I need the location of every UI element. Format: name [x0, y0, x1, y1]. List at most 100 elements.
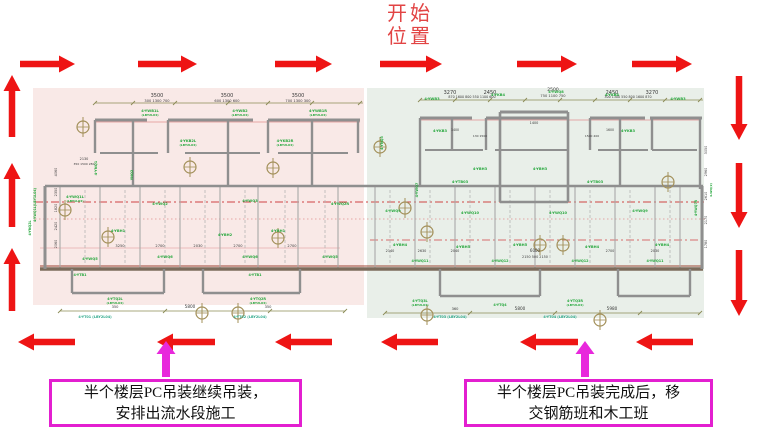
dimension-tick — [697, 310, 703, 316]
start-position-label: 开始位置 — [387, 3, 467, 49]
component-label: 4-YTB1 — [249, 273, 263, 277]
detail-callout-symbol — [593, 310, 607, 330]
dimension-text: 4060 — [54, 168, 58, 177]
dimension-text: 2450 — [484, 90, 497, 96]
sequence-arrow-red-head — [3, 248, 21, 264]
dimension-text: 3270 — [646, 90, 659, 96]
component-label: (LBY2L04) — [231, 113, 249, 117]
component-label: 4-YT03 (LBY2L04) — [433, 315, 467, 319]
component-label: 4-YNQ1 — [94, 160, 98, 175]
detail-callout-symbol — [398, 198, 412, 218]
dimension-text: 2150 500 2150 — [522, 255, 548, 259]
sequence-arrow-red-head — [18, 333, 34, 351]
pointer-arrow-magenta-head — [575, 341, 595, 354]
dimension-text: 130 1500 — [473, 134, 487, 138]
dimension-tick — [57, 308, 63, 314]
component-label: 4-YWQ12 — [491, 259, 509, 263]
dimension-tick — [452, 97, 458, 103]
component-label: 4-YNQ3 — [380, 135, 384, 149]
dimension-text: 5800 — [185, 304, 196, 309]
component-label: 4-YTB1 — [74, 273, 88, 277]
component-label: 4-YT04 (LBY2L04) — [543, 315, 577, 319]
component-label: 4-YTQ4 — [493, 303, 507, 307]
dimension-text: 300 1300 550 800 1600 870 — [604, 95, 651, 99]
component-label: 4-YBH4 — [655, 243, 670, 247]
component-label: (LBY2L04) — [566, 303, 584, 307]
dimension-text: 1780 — [704, 240, 708, 249]
component-label: 4-YTQ3R — [567, 299, 583, 303]
sequence-arrow-red-head — [316, 55, 332, 73]
component-label: 4-YBH2 — [218, 233, 233, 237]
dimension-text: 2350 — [54, 188, 58, 197]
sequence-arrow-red-head — [181, 55, 197, 73]
detail-callout-symbol — [231, 303, 245, 323]
sequence-arrow-red-head — [3, 163, 21, 179]
component-label: 4-YKB2L — [180, 139, 197, 143]
component-label: 4-YWQ2R — [331, 202, 350, 206]
dimension-text: 3050 — [704, 146, 708, 155]
dimension-text: 2700 — [233, 244, 243, 248]
component-label: 4-YTQ3L — [412, 299, 428, 303]
dimension-tick — [382, 310, 388, 316]
dimension-text: 1820 — [54, 204, 58, 213]
sequence-arrow-red-head — [3, 75, 21, 91]
pointer-arrow-magenta — [575, 341, 595, 377]
caption-box-right: 半个楼层PC吊装完成后，移 交钢筋班和木工班 — [464, 379, 713, 427]
dimension-text: 5980 — [607, 306, 618, 311]
dimension-text: 300 1300 700 — [144, 99, 170, 103]
sequence-arrow-red — [636, 333, 693, 351]
caption-right-line1: 半个楼层PC吊装完成后，移 — [496, 385, 681, 401]
dimension-text: 2130 — [80, 157, 89, 161]
dimension-tick — [342, 308, 348, 314]
component-label: 4-YWQ8 — [548, 90, 564, 94]
component-label: 4-YKB3 — [433, 129, 448, 133]
dimension-text: 2610 — [704, 192, 708, 201]
dimension-text: 2030 — [651, 249, 660, 253]
component-label: 4-YTQ2L — [107, 297, 123, 301]
component-label: 4-YWQ10 — [549, 211, 568, 215]
sequence-arrow-red — [275, 333, 332, 351]
component-label: 4-YWQ1L — [66, 195, 85, 199]
component-label: 4-YWQ1L(LBY1L04) — [33, 187, 37, 222]
component-label: 4-YBH5 — [456, 245, 471, 249]
sequence-arrow-red — [20, 55, 75, 73]
component-label: 4-YWB3 — [670, 97, 686, 101]
dimension-tick — [162, 308, 168, 314]
detail-callout-symbol — [58, 200, 72, 220]
dimension-text: 750 1100 750 — [540, 94, 566, 98]
component-label: 4-YWQ5 — [82, 257, 98, 261]
component-label: 4-YKB4 — [491, 93, 506, 97]
dimension-tick — [309, 100, 315, 106]
component-label: 4-YBH3 — [473, 167, 488, 171]
component-label: (LBY2L04) — [141, 113, 159, 117]
caption-left-line1: 半个楼层PC吊装继续吊装， — [83, 385, 268, 401]
component-label: 4-YT01 (LBY2L04) — [78, 315, 112, 319]
component-label: 4-YWQ11 — [411, 259, 429, 263]
dimension-text: 2630 — [418, 249, 427, 253]
sequence-arrow-red-head — [426, 55, 442, 73]
component-label: 4-YWQ5 — [322, 255, 338, 259]
component-label: 4-YWQ6 — [157, 255, 173, 259]
detail-callout-symbol — [533, 235, 547, 255]
pointer-arrow-magenta-head — [156, 341, 176, 354]
caption-left-line2: 安排出流水段施工 — [115, 406, 236, 422]
dimension-text: 360 — [452, 307, 460, 311]
sequence-arrow-red-head — [381, 333, 397, 351]
component-label: 4-YKB3 — [621, 129, 636, 133]
dimension-text: 1400 — [451, 128, 459, 132]
dimension-tick — [487, 97, 493, 103]
component-label: 4-YWB3 — [424, 97, 440, 101]
component-label: 4-YTQ2R — [250, 297, 266, 301]
component-label: (LBY2L04) — [411, 303, 429, 307]
component-label: 4-YWQ3 — [242, 199, 258, 203]
detail-callout-symbol — [661, 172, 675, 192]
component-label: 4-WQ(2) — [709, 182, 713, 197]
caption-right-line2: 交钢筋班和木工班 — [528, 406, 649, 422]
sequence-arrow-red — [3, 163, 21, 227]
component-label: YNQ2 — [130, 169, 134, 181]
component-label: (LBY2L04) — [106, 301, 124, 305]
dimension-tick — [637, 310, 643, 316]
component-label: (LBY2L04) — [309, 113, 327, 117]
component-label: 4-YTB03 — [587, 180, 604, 184]
start-position-line2: 位置 — [387, 26, 433, 48]
